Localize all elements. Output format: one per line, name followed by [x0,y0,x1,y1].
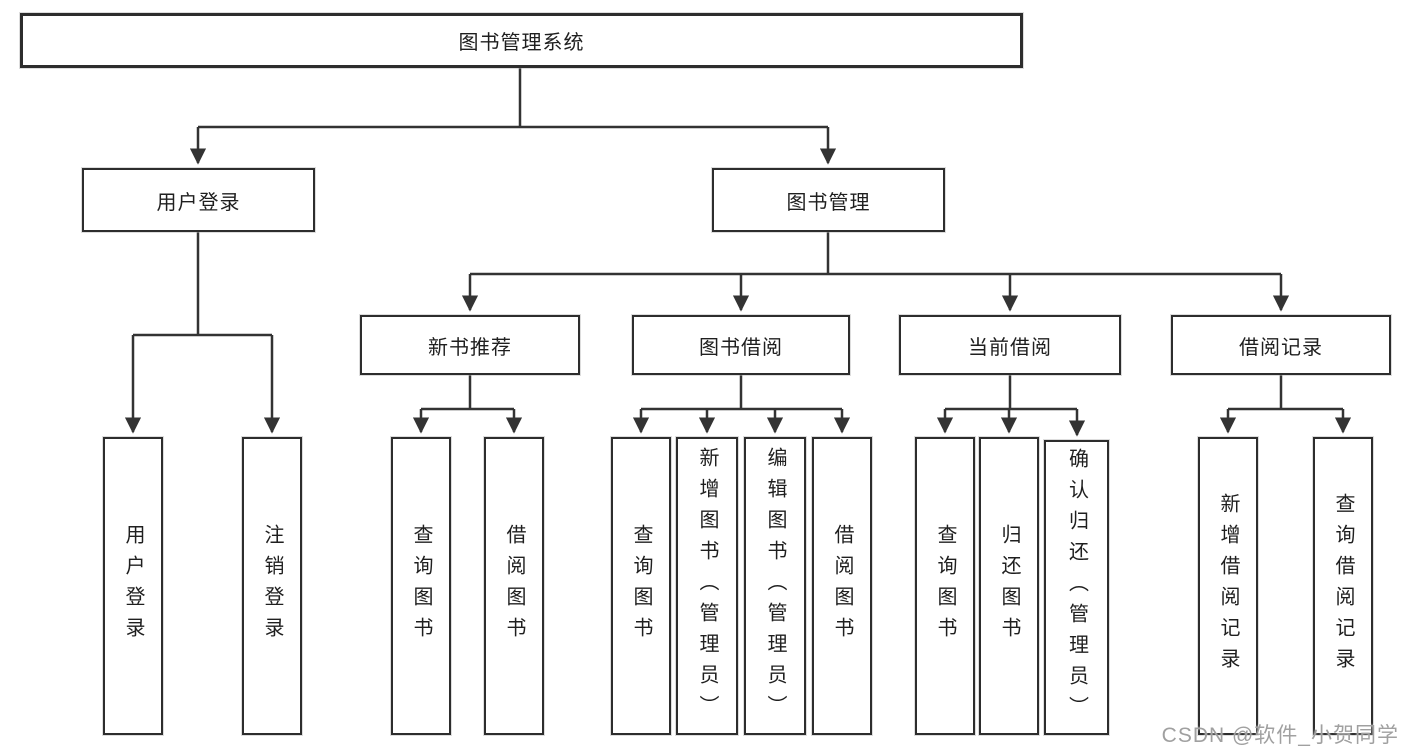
leaf-borrow-query-books: 查询图书 [611,437,671,735]
leaf-logout: 注销登录 [242,437,302,735]
node-new-book-recommend: 新书推荐 [360,315,580,375]
leaf-add-book-admin: 新增图书（管理员） [676,437,738,735]
leaf-confirm-return-admin: 确认归还（管理员） [1044,440,1109,735]
leaf-current-query-books: 查询图书 [915,437,975,735]
node-book-management: 图书管理 [712,168,945,232]
connector-new-book-recommend-children [412,375,523,434]
leaf-return-book: 归还图书 [979,437,1039,735]
node-book-borrow: 图书借阅 [632,315,850,375]
connector-book-borrow-children [632,375,851,434]
node-user-login: 用户登录 [82,168,315,232]
connector-current-borrow-children [936,375,1086,437]
connector-borrow-records-children [1219,375,1352,434]
node-library-management-system: 图书管理系统 [20,13,1023,68]
leaf-borrow-borrow-books: 借阅图书 [812,437,872,735]
connector-user-login-children [124,232,281,434]
node-current-borrow: 当前借阅 [899,315,1121,375]
leaf-query-borrow-record: 查询借阅记录 [1313,437,1373,735]
csdn-watermark: CSDN @软件_小贺同学 [1161,724,1399,747]
node-borrow-records: 借阅记录 [1171,315,1391,375]
leaf-user-login: 用户登录 [103,437,163,735]
leaf-recommend-query-books: 查询图书 [391,437,451,735]
connector-book-management-children [461,232,1290,312]
leaf-edit-book-admin: 编辑图书（管理员） [744,437,806,735]
leaf-recommend-borrow-books: 借阅图书 [484,437,544,735]
connector-root-to-level2 [189,68,837,165]
leaf-add-borrow-record: 新增借阅记录 [1198,437,1258,735]
